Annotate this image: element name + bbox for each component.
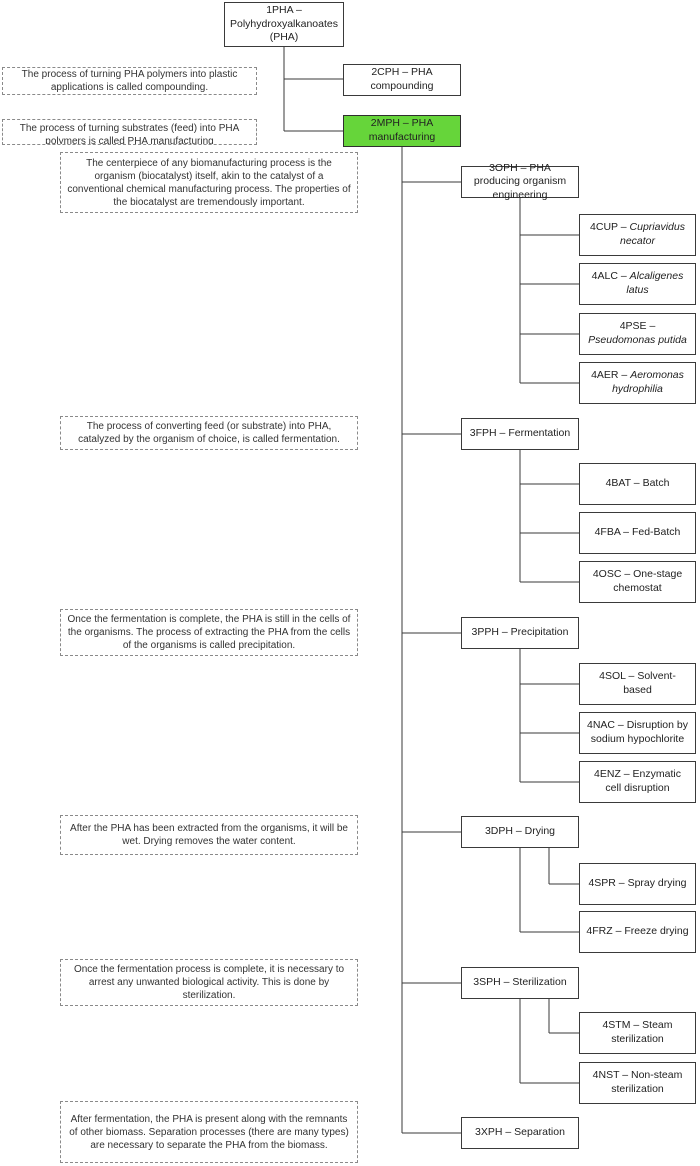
node-sterilization: 3SPH – Sterilization (461, 967, 579, 999)
node-fermentation: 3FPH – Fermentation (461, 418, 579, 450)
node-steam: 4STM – Steam sterilization (579, 1012, 696, 1054)
note-drying: After the PHA has been extracted from th… (60, 815, 358, 855)
note-fermentation: The process of converting feed (or subst… (60, 416, 358, 450)
note-precipitation: Once the fermentation is complete, the P… (60, 609, 358, 656)
note-separation: After fermentation, the PHA is present a… (60, 1101, 358, 1163)
node-fed-batch: 4FBA – Fed-Batch (579, 512, 696, 554)
node-alcaligenes: 4ALC – Alcaligenes latus (579, 263, 696, 305)
node-pha: 1PHA – Polyhydroxyalkanoates (PHA) (224, 2, 344, 47)
note-manufacturing: The process of turning substrates (feed)… (2, 119, 257, 145)
node-batch: 4BAT – Batch (579, 463, 696, 505)
node-organism-engineering: 3OPH – PHA producing organism engineerin… (461, 162, 579, 201)
node-drying: 3DPH – Drying (461, 816, 579, 848)
note-sterilization: Once the fermentation process is complet… (60, 959, 358, 1006)
node-compounding: 2CPH – PHA compounding (343, 64, 461, 96)
note-compounding: The process of turning PHA polymers into… (2, 67, 257, 95)
node-freeze-drying: 4FRZ – Freeze drying (579, 911, 696, 953)
node-separation: 3XPH – Separation (461, 1117, 579, 1149)
node-chemostat: 4OSC – One-stage chemostat (579, 561, 696, 603)
node-cupriavidus: 4CUP – Cupriavidus necator (579, 214, 696, 256)
node-solvent: 4SOL – Solvent-based (579, 663, 696, 705)
node-spray-drying: 4SPR – Spray drying (579, 863, 696, 905)
node-aeromonas: 4AER – Aeromonas hydrophilia (579, 362, 696, 404)
node-hypochlorite: 4NAC – Disruption by sodium hypochlorite (579, 712, 696, 754)
node-precipitation: 3PPH – Precipitation (461, 617, 579, 649)
node-pseudomonas: 4PSE – Pseudomonas putida (579, 313, 696, 355)
node-manufacturing: 2MPH – PHA manufacturing (343, 115, 461, 147)
node-enzymatic: 4ENZ – Enzymatic cell disruption (579, 761, 696, 803)
note-organism: The centerpiece of any biomanufacturing … (60, 152, 358, 213)
node-non-steam: 4NST – Non-steam sterilization (579, 1062, 696, 1104)
